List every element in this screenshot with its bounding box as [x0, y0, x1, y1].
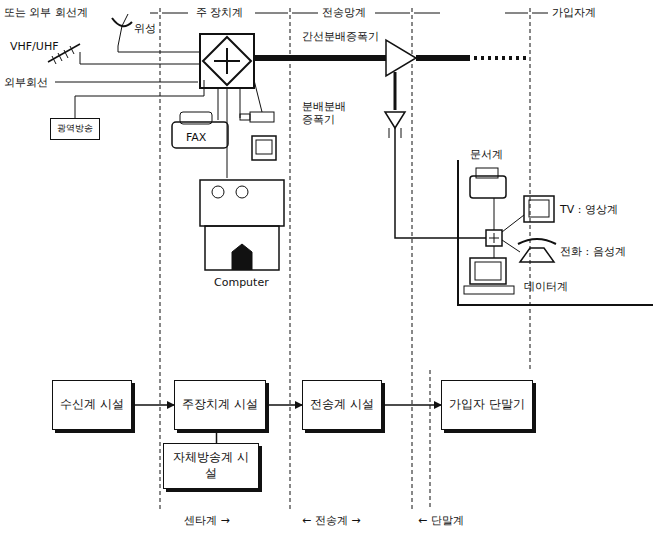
footer-label: 센타계 → — [184, 514, 230, 527]
facility-box: 주장치계 시설 — [174, 380, 266, 430]
footer-label: ← 전송계 → — [302, 514, 360, 527]
flow-arrow — [132, 404, 174, 406]
part-label: 위성 — [134, 22, 156, 35]
facility-box: 전송계 시설 — [302, 380, 382, 430]
facility-box: 가입자 단말기 — [441, 380, 533, 430]
part-label: Computer — [214, 276, 269, 289]
part-label: 외부회선 — [4, 76, 48, 89]
part-label: 문서계 — [470, 148, 503, 161]
box-text: 전송계 시설 — [310, 397, 374, 413]
header-label: 전송망계 — [322, 6, 366, 19]
part-label: 간선분배증폭기 — [300, 30, 381, 43]
flow-arrow — [266, 404, 302, 406]
box-text: 수신계 시설 — [60, 397, 124, 413]
footer-label: ← 단말계 — [418, 514, 464, 527]
part-label: FAX — [186, 131, 206, 144]
part-label: 분배분배 증폭기 — [300, 100, 356, 126]
box-text: 광역방송 — [57, 123, 93, 135]
header-label: 가입자계 — [552, 6, 596, 19]
flow-arrow — [382, 404, 441, 406]
header-label: 주 장치계 — [196, 6, 244, 19]
box-text: 가입자 단말기 — [449, 397, 525, 413]
header-label: 또는 외부 회선계 — [4, 6, 88, 19]
flow-arrow — [216, 430, 218, 443]
part-label: VHF/UHF — [10, 40, 46, 53]
box-text: 주장치계 시설 — [182, 397, 258, 413]
part-label: TV : 영상계 — [560, 203, 618, 216]
part-label: 전화 : 음성계 — [560, 245, 626, 258]
facility-box: 수신계 시설 — [52, 380, 132, 430]
facility-box: 자체방송계 시설 — [163, 443, 259, 489]
box-text: 자체방송계 시설 — [170, 450, 252, 481]
source-box: 광역방송 — [50, 118, 100, 140]
part-label: 데이터계 — [524, 280, 568, 293]
